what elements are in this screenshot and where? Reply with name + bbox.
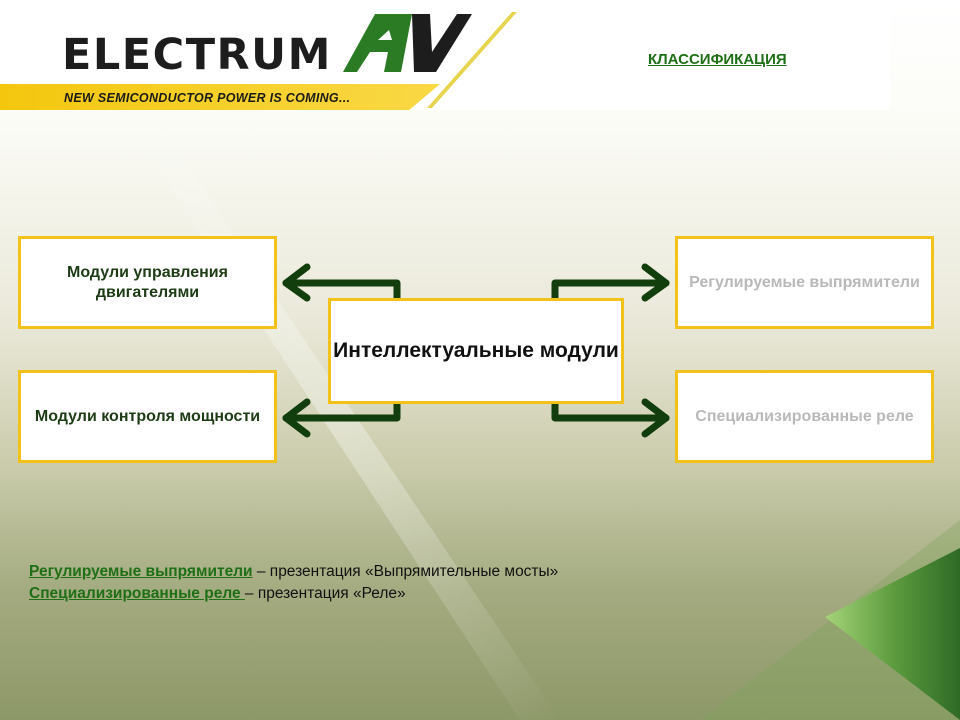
arrowhead-left-top: [282, 263, 311, 302]
box-motor-control-label: Модули управления двигателями: [67, 263, 228, 301]
connector-left-bottom: [282, 400, 401, 422]
connector-right-bottom: [551, 400, 670, 422]
tagline: NEW SEMICONDUCTOR POWER IS COMING...: [64, 91, 351, 105]
tagline-band: [0, 84, 440, 110]
box-motor-control-modules: Модули управления двигателями: [18, 236, 277, 329]
note-relays: Специализированные реле – презентация «Р…: [29, 585, 406, 603]
box-controlled-rectifiers: Регулируемые выпрямители: [675, 236, 934, 329]
box-specialized-relays: Специализированные реле: [675, 370, 934, 463]
note-rectifiers: Регулируемые выпрямители – презентация «…: [29, 563, 558, 581]
section-title-link[interactable]: КЛАССИФИКАЦИЯ: [648, 51, 787, 68]
brand-name: ELECTRUM: [62, 30, 332, 80]
connector-right-top: [551, 279, 670, 302]
arrowhead-right-bottom: [641, 398, 670, 438]
note-relays-text: – презентация «Реле»: [244, 585, 406, 602]
link-specialized-relays[interactable]: Специализированные реле: [29, 585, 245, 602]
box-power-control-label: Модули контроля мощности: [34, 407, 261, 425]
arrowhead-right-top: [641, 263, 670, 302]
box-controlled-rectifiers-label: Регулируемые выпрямители: [689, 273, 920, 291]
logo-letter-v: [412, 14, 472, 72]
av-logo-icon: [343, 12, 517, 108]
box-specialized-relays-label: Специализированные реле: [695, 407, 914, 425]
logo-letter-a-cut: [378, 30, 392, 40]
note-rectifiers-text: – презентация «Выпрямительные мосты»: [252, 563, 559, 580]
logo-accent-line: [427, 12, 517, 108]
link-controlled-rectifiers[interactable]: Регулируемые выпрямители: [29, 563, 253, 580]
box-intelligent-modules-label: Интеллектуальные модули: [333, 338, 619, 362]
arrowhead-left-bottom: [282, 398, 311, 438]
box-intelligent-modules: Интеллектуальные модули: [328, 298, 624, 404]
connector-left-top: [282, 279, 401, 302]
box-power-control-modules: Модули контроля мощности: [18, 370, 277, 463]
green-triangle: [825, 548, 960, 720]
logo-letter-a: [343, 14, 412, 72]
